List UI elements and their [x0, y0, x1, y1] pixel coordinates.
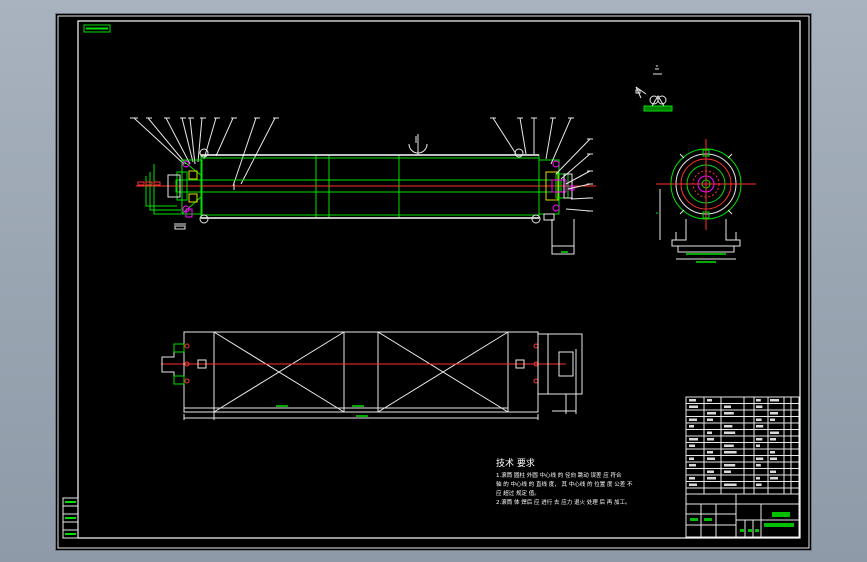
technical-requirements: 技术 要求 1.滚筒 圆柱 外圆 中心线 的 径向 跳动 误差 应 符合 轴 的…	[496, 457, 633, 506]
parts-list-cell-mark	[724, 425, 733, 428]
parts-list-cell-mark	[770, 418, 775, 421]
notes-line-3: 应 超过 规定 值。	[496, 489, 540, 497]
cad-drawing-canvas[interactable]: 技术 要求 1.滚筒 圆柱 外圆 中心线 的 径向 跳动 误差 应 符合 轴 的…	[55, 13, 812, 551]
drawing-number-stamp	[83, 24, 111, 33]
parts-list-cell-mark	[689, 425, 694, 428]
weld-detail-view	[635, 65, 673, 112]
drawing-sheet: 技术 要求 1.滚筒 圆柱 外圆 中心线 的 径向 跳动 误差 应 符合 轴 的…	[57, 15, 810, 549]
parts-list-cell-mark	[689, 457, 694, 460]
title-block	[685, 493, 800, 538]
parts-list-cell-mark	[707, 418, 713, 421]
notes-line-4: 2.滚筒 体 焊后 应 进行 去 应力 退火 处理 后 再 加工。	[496, 498, 630, 506]
parts-list-cell-mark	[724, 431, 736, 434]
parts-list-cell-mark	[724, 470, 731, 473]
parts-list-cell-mark	[707, 438, 714, 441]
parts-list-cell-mark	[724, 451, 737, 454]
parts-list-cell-mark	[756, 457, 764, 460]
parts-list-cell-mark	[707, 457, 715, 460]
parts-list-cell-mark	[724, 444, 734, 447]
parts-list-cell-mark	[756, 477, 760, 480]
parts-list-cell-mark	[756, 418, 762, 421]
section-view-roller	[130, 117, 596, 255]
parts-list-cell-mark	[770, 438, 776, 441]
parts-list	[685, 396, 800, 495]
parts-list-cell-mark	[689, 483, 697, 486]
parts-list-cell-mark	[724, 405, 731, 408]
parts-list-cell-mark	[707, 399, 712, 402]
parts-list-cell-mark	[724, 483, 737, 486]
parts-list-cell-mark	[689, 418, 697, 421]
parts-list-cell-mark	[707, 470, 714, 473]
parts-list-cell-mark	[756, 425, 764, 428]
parts-list-cell-mark	[756, 405, 763, 408]
parts-list-cell-mark	[770, 470, 776, 473]
notes-line-1: 1.滚筒 圆柱 外圆 中心线 的 径向 跳动 误差 应 符合	[496, 471, 622, 479]
inner-border	[77, 20, 801, 539]
parts-list-cell-mark	[689, 464, 696, 467]
parts-list-cell-mark	[707, 431, 712, 434]
parts-list-cell-mark	[689, 438, 698, 441]
parts-list-cell-mark	[689, 477, 695, 480]
parts-list-cell-mark	[756, 438, 763, 441]
side-stamp	[62, 497, 79, 539]
parts-list-cell-mark	[770, 477, 778, 480]
top-view-roller	[161, 331, 583, 420]
outer-border	[57, 15, 810, 549]
parts-list-cell-mark	[689, 399, 696, 402]
parts-list-cell-mark	[724, 464, 736, 467]
notes-title: 技术 要求	[496, 457, 535, 469]
end-view	[656, 139, 756, 263]
parts-list-cell-mark	[707, 451, 713, 454]
notes-line-2: 轴 的 中心线 的 直线 度， 其 中心线 的 位置 度 公差 不	[496, 480, 633, 488]
parts-list-cell-mark	[756, 399, 761, 402]
parts-list-cell-mark	[770, 451, 775, 454]
parts-list-cell-mark	[724, 412, 734, 415]
parts-list-cell-mark	[707, 412, 716, 415]
parts-list-cell-mark	[707, 477, 716, 480]
parts-list-cell-mark	[689, 405, 698, 408]
parts-list-cell-mark	[689, 444, 695, 447]
parts-list-cell-mark	[756, 483, 762, 486]
parts-list-cell-mark	[770, 457, 777, 460]
parts-list-cell-mark	[756, 464, 761, 467]
parts-list-cell-mark	[770, 399, 779, 402]
parts-list-cell-mark	[770, 412, 778, 415]
parts-list-cell-mark	[756, 444, 760, 447]
parts-list-cell-mark	[770, 431, 779, 434]
